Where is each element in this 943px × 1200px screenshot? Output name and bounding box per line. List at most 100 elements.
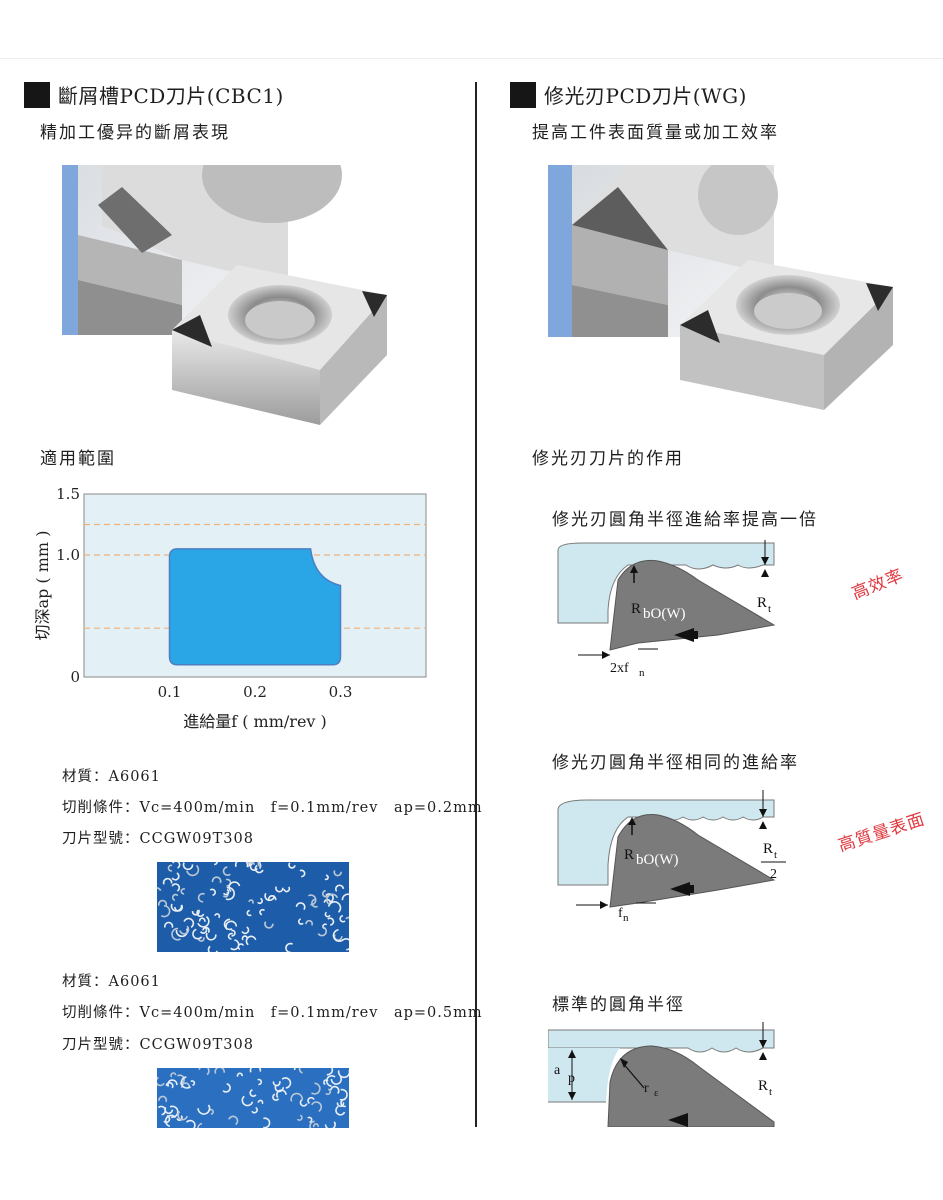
diagram1-radius-label: R: [631, 601, 641, 617]
chip-curl: [228, 1115, 239, 1126]
diagram2-feed-sub: n: [623, 912, 629, 924]
chip-curl: [202, 926, 210, 934]
chip-curl: [264, 921, 274, 929]
chip-curl: [241, 926, 250, 935]
chip-curl: [307, 1116, 313, 1124]
sample1-material: 材質：A6061: [62, 769, 161, 785]
chip-curl: [341, 893, 349, 901]
chip-curl: [332, 929, 344, 942]
chip-curl: [209, 888, 216, 896]
chip-curl: [335, 884, 345, 892]
chip-curl: [325, 1088, 332, 1096]
chip-curl: [333, 934, 343, 941]
chip-curl: [272, 1080, 281, 1087]
diagram1-title: 修光刃圓角半徑進給率提高一倍: [552, 510, 818, 530]
diagram3-ap-label: a: [554, 1063, 561, 1078]
chip-curl: [329, 1085, 340, 1094]
chip-curl: [196, 909, 205, 918]
x-tick-label: 0.3: [329, 683, 353, 701]
sample2-cutting: 切削條件：Vc=400m/min f=0.1mm/rev ap=0.5mm: [62, 1005, 483, 1021]
x-tick-label: 0.1: [158, 683, 182, 701]
chip-curl: [171, 883, 181, 892]
range-label: 適用範圍: [40, 449, 116, 469]
chip-curl: [324, 911, 331, 918]
chip-curl: [180, 888, 186, 895]
diagram2-rt-sub: t: [774, 849, 777, 861]
chip-curl: [164, 1114, 177, 1128]
chip-curl: [326, 1068, 334, 1076]
diagram3-rt-label: R: [758, 1078, 768, 1094]
chip-curl: [299, 869, 306, 878]
chip-curl: [165, 1082, 174, 1089]
diagram3-r-sub: ε: [654, 1087, 659, 1099]
chip-curl: [185, 1119, 196, 1128]
chip-curl: [339, 914, 346, 923]
diagram3-tool: a p r ε R t: [547, 1022, 798, 1128]
black-square-icon: [510, 81, 536, 108]
x-tick-label: 0.2: [243, 683, 267, 701]
chip-curl: [179, 925, 190, 935]
chip-curl: [171, 872, 180, 881]
chip-curl: [222, 888, 230, 896]
chip-curl: [177, 1110, 188, 1121]
chip-curl: [170, 903, 183, 912]
chip-curl: [317, 926, 328, 937]
chip-curl: [249, 1089, 257, 1097]
chip-curl: [241, 935, 249, 941]
chip-curl: [197, 892, 205, 903]
chip-curl: [157, 899, 168, 906]
right-section-heading: 修光刃PCD刀片(WG): [510, 80, 747, 109]
chip-curl: [225, 920, 238, 930]
chip-curl: [285, 942, 293, 952]
chip-curl: [169, 1105, 179, 1118]
diagram1-rt-sub: t: [768, 603, 771, 615]
chip-curl: [197, 916, 210, 928]
chip-curl: [211, 876, 222, 884]
chip-curl: [209, 1108, 214, 1115]
diagram2-tool: R bO(W) R t 2 f n: [548, 785, 798, 935]
chip-curl: [183, 917, 195, 929]
chip-curl: [263, 1117, 271, 1128]
chip-curl: [333, 870, 342, 877]
right-heading-text: 修光刃PCD刀片(WG): [544, 84, 747, 108]
chip-curl: [312, 1123, 319, 1128]
diagram1-tool: R bO(W) R t 2xf n: [548, 535, 798, 685]
sample1-insert: 刀片型號：CCGW09T308: [62, 831, 254, 847]
chip-curl: [259, 908, 266, 916]
chip-curl: [296, 1114, 303, 1122]
chip-curl: [325, 893, 334, 903]
chip-curl: [299, 1099, 308, 1107]
diagram3-r-label: r: [644, 1081, 649, 1096]
chip-curl: [254, 864, 264, 874]
chip-curl: [163, 1115, 171, 1124]
chip-curl: [214, 913, 221, 919]
diagram2-rt-divisor: 2: [770, 867, 777, 882]
chip-curl: [257, 862, 262, 868]
chip-curl: [222, 891, 229, 898]
diagram3-rt-sub: t: [769, 1086, 772, 1098]
chip-curl: [295, 902, 306, 911]
sample2-material: 材質：A6061: [62, 974, 161, 990]
chip-curl: [339, 1088, 348, 1101]
chip-curl: [157, 1105, 167, 1116]
chip-photo-1: [157, 862, 349, 952]
chip-curl: [164, 921, 174, 928]
top-rule: [0, 58, 943, 59]
chip-curl: [337, 1069, 349, 1079]
chip-curl: [172, 862, 181, 869]
chip-curl: [214, 1068, 225, 1074]
diagram1-feed-label: 2xf: [610, 661, 629, 676]
chip-curl: [227, 932, 234, 940]
chip-curl: [249, 862, 258, 871]
chip-curl: [175, 928, 189, 938]
chip-curl: [335, 1105, 346, 1116]
chip-curl: [236, 1072, 243, 1077]
chip-curl: [158, 1095, 168, 1103]
chip-curl: [225, 878, 232, 887]
diagram2-radius-label: R: [624, 847, 634, 863]
application-range-region: [168, 548, 342, 666]
left-subtitle: 精加工優异的斷屑表現: [40, 123, 230, 143]
chip-curl: [182, 862, 194, 871]
